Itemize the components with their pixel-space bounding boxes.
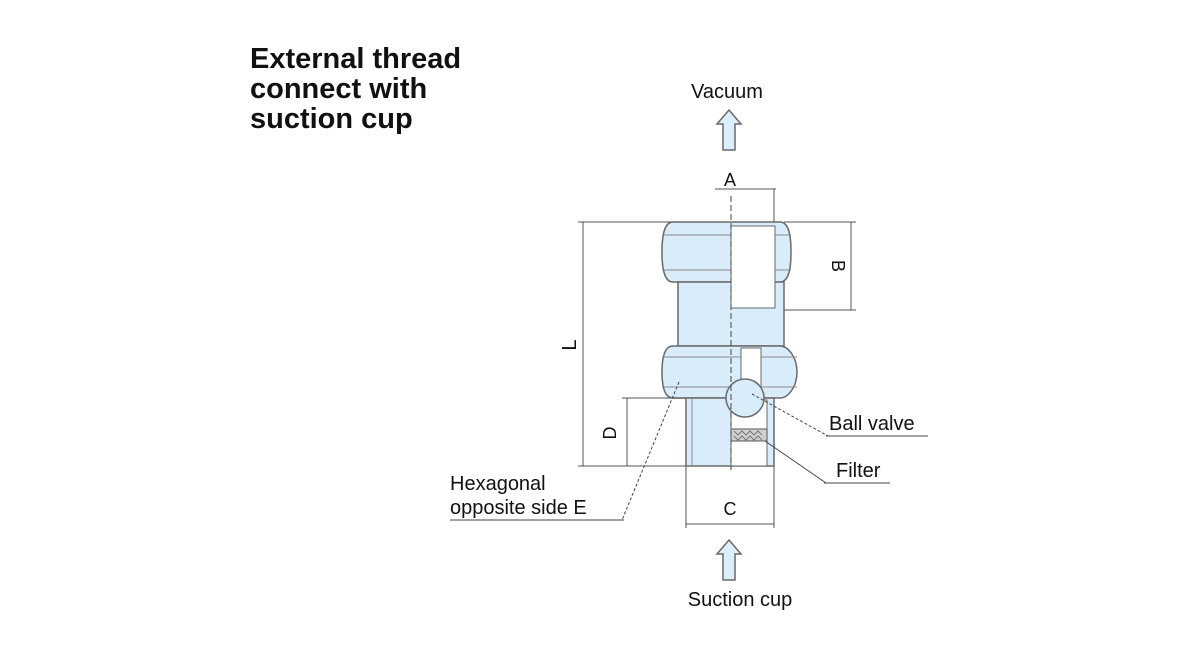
vacuum-arrow-icon (715, 108, 743, 151)
suction-arrow-icon (715, 538, 743, 581)
vacuum-label: Vacuum (691, 81, 763, 103)
suction-cup-label: Suction cup (688, 589, 793, 611)
hex-label-line2: opposite side E (450, 497, 587, 519)
title-line-1: External thread (250, 43, 462, 75)
dim-d-label: D (600, 427, 620, 440)
hex-label-line1: Hexagonal (450, 473, 546, 495)
title-line-2: connect with (250, 73, 428, 105)
dim-a-label: A (724, 170, 736, 190)
upper-bore (730, 225, 776, 309)
hex-leader (621, 381, 680, 521)
filter-label: Filter (836, 460, 881, 482)
filter-mesh (733, 430, 763, 441)
dim-l-label: L (559, 339, 581, 350)
dim-c-label: C (724, 499, 737, 519)
filter-leader (764, 440, 827, 484)
ball-valve (725, 378, 765, 418)
dim-b-label: B (828, 260, 848, 272)
ball-valve-label: Ball valve (829, 413, 915, 435)
title-line-3: suction cup (250, 103, 413, 135)
ball-valve-leader (751, 393, 829, 437)
diagram-title: External thread connect with suction cup (250, 44, 461, 134)
